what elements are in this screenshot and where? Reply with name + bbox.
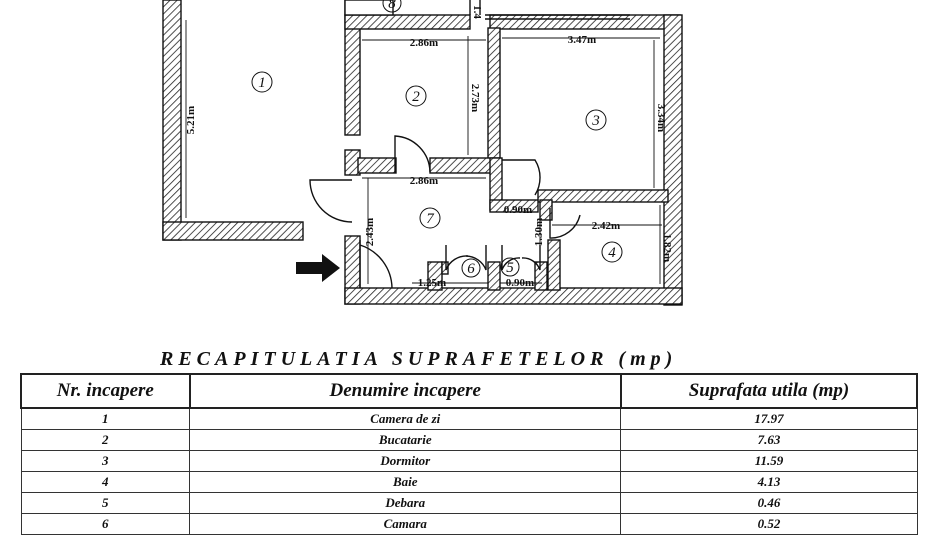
room-name-cell: Baie xyxy=(189,471,622,493)
room-number: 7 xyxy=(426,211,435,227)
area-cell: 0.52 xyxy=(620,513,918,535)
dimension-labels: 5.21m 2.86m 2.73m 3.47m 3.34m 2.86m 0.90… xyxy=(185,5,673,289)
dim-label: 0.90m xyxy=(504,204,532,216)
area-cell: 11.59 xyxy=(620,450,918,472)
dim-label: 2.42m xyxy=(592,220,620,232)
room-name-cell: Camara xyxy=(189,513,622,535)
room-number: 3 xyxy=(591,113,600,129)
room-nr-cell: 6 xyxy=(20,513,191,535)
room-name-cell: Dormitor xyxy=(189,450,622,472)
table-row: 5 Debara 0.46 xyxy=(20,492,918,514)
dim-label: 1.25m xyxy=(418,277,446,289)
area-table: Nr. incapere Denumire incapere Suprafata… xyxy=(20,373,919,535)
table-row: 6 Camara 0.52 xyxy=(20,513,918,535)
table-row: 2 Bucatarie 7.63 xyxy=(20,429,918,451)
dim-label: 2.86m xyxy=(410,175,438,187)
entry-arrow xyxy=(296,254,340,282)
table-row: 1 Camera de zi 17.97 xyxy=(20,407,918,430)
dim-label: 3.34m xyxy=(655,104,667,132)
room-nr-cell: 3 xyxy=(20,450,191,472)
room-number: 2 xyxy=(412,89,420,105)
room-number: 6 xyxy=(467,261,475,277)
room-name-cell: Debara xyxy=(189,492,622,514)
room-number-labels: 1 2 3 4 5 6 7 8 xyxy=(258,0,616,277)
walls xyxy=(162,0,683,306)
dim-label: 0.90m xyxy=(506,277,534,289)
table-row: 4 Baie 4.13 xyxy=(20,471,918,493)
dim-label: 1.82m xyxy=(661,234,673,262)
room-numbers xyxy=(251,0,623,278)
room-number: 4 xyxy=(608,245,616,261)
room-nr-cell: 2 xyxy=(20,429,191,451)
area-cell: 7.63 xyxy=(620,429,918,451)
room-number: 8 xyxy=(388,0,396,12)
area-cell: 4.13 xyxy=(620,471,918,493)
dim-label: 2.86m xyxy=(410,37,438,49)
table-header-row: Nr. incapere Denumire incapere Suprafata… xyxy=(20,373,919,409)
room-nr-cell: 5 xyxy=(20,492,191,514)
floor-plan: 5.21m 2.86m 2.73m 3.47m 3.34m 2.86m 0.90… xyxy=(162,0,683,306)
room-number: 1 xyxy=(258,75,266,91)
dimension-lines xyxy=(185,20,662,284)
area-cell: 0.46 xyxy=(620,492,918,514)
dim-label: 1.4 xyxy=(471,5,483,19)
room-nr-cell: 4 xyxy=(20,471,191,493)
area-cell: 17.97 xyxy=(620,407,918,430)
dim-label: 2.43m xyxy=(364,218,376,246)
door-swings xyxy=(309,0,630,289)
dim-label: 3.47m xyxy=(568,34,596,46)
dim-label: 5.21m xyxy=(185,106,197,134)
dim-label: 2.73m xyxy=(469,84,481,112)
header-area: Suprafata utila (mp) xyxy=(619,373,919,409)
room-nr-cell: 1 xyxy=(20,407,191,430)
table-row: 3 Dormitor 11.59 xyxy=(20,450,918,472)
room-name-cell: Bucatarie xyxy=(189,429,622,451)
room-number: 5 xyxy=(506,260,514,276)
header-room-nr: Nr. incapere xyxy=(20,373,191,409)
room-name-cell: Camera de zi xyxy=(189,407,622,430)
header-room-name: Denumire incapere xyxy=(188,373,622,409)
recap-title: RECAPITULATIA SUPRAFETELOR (mp) xyxy=(160,348,678,370)
dim-label: 1.30m xyxy=(533,218,545,246)
